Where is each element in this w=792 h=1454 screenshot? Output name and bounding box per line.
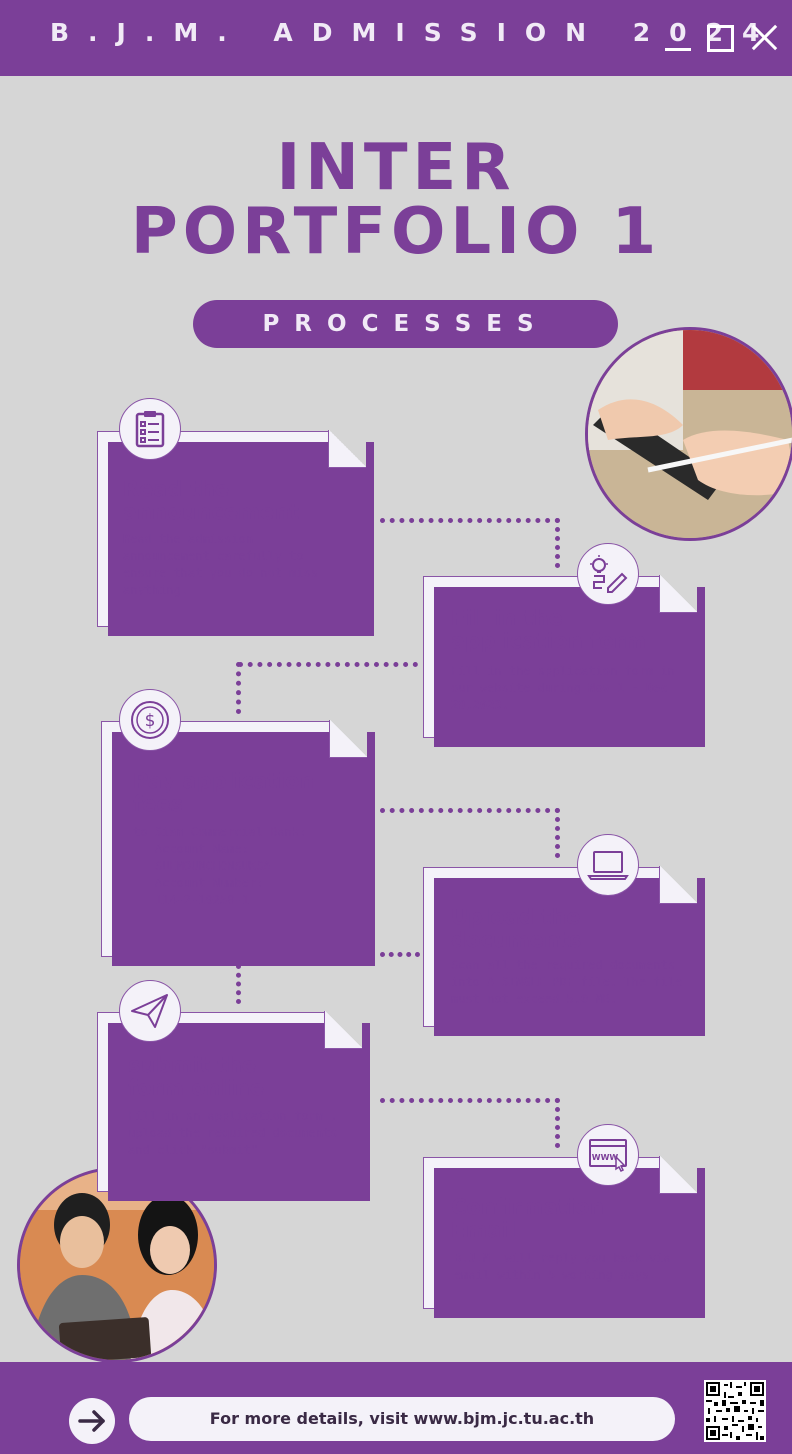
header-bar: B.J.M. ADMISSION 2024 (0, 0, 792, 76)
step-title: Pay application fees (133, 769, 315, 816)
maximize-icon[interactable] (707, 25, 734, 52)
close-icon[interactable] (750, 24, 778, 52)
www-browser-icon: WWW (577, 1124, 639, 1186)
arrow-right-icon[interactable] (69, 1398, 115, 1444)
connector-dots (380, 518, 560, 523)
step-card-fill-application: Fill in the application form Fill in the… (423, 575, 705, 747)
lightbulb-pencil-icon (577, 543, 639, 605)
connector-dots (380, 952, 420, 957)
step-card-confirmation-email: Confirmation Email B.J.M. will reply you… (423, 1156, 705, 1318)
step-description: to Siam Commercial Bank: Account Name: S… (133, 825, 307, 907)
minimize-icon[interactable] (664, 24, 692, 52)
step-card-submit-online: submit the form online Fill in an applic… (97, 1011, 370, 1201)
headline-line-1: INTER (276, 131, 516, 205)
svg-text:$: $ (145, 711, 156, 731)
connector-dots (555, 1098, 560, 1148)
tablet-hands-photo (585, 327, 792, 541)
headline-line-2: PORTFOLIO 1 (130, 195, 662, 269)
students-photo (17, 1167, 217, 1363)
step-description: Scan all the required documents into A S… (451, 958, 683, 1006)
step-description: Fill in the application form in our webs… (451, 664, 675, 712)
connector-dots (238, 662, 418, 667)
paper-plane-icon (119, 980, 181, 1042)
connector-dots (236, 964, 241, 1004)
more-details-link[interactable]: For more details, visit www.bjm.jc.tu.ac… (129, 1397, 675, 1441)
step-title: Upload the documents (451, 905, 582, 952)
laptop-icon (577, 834, 639, 896)
step-title: Fill in the application form (451, 606, 646, 653)
processes-label: PROCESSES (193, 300, 618, 348)
dollar-coin-icon: $ (119, 689, 181, 751)
step-description: B.J.M. will reply you back via email wit… (454, 1251, 671, 1282)
step-card-read-announcement: Read the announcement Read the admission… (97, 430, 374, 636)
connector-dots (236, 662, 241, 714)
clipboard-checklist-icon (119, 398, 181, 460)
step-title: Read the announcement (123, 477, 300, 524)
header-title: B.J.M. ADMISSION 2024 (50, 18, 779, 47)
step-title: Confirmation Email (451, 1195, 605, 1242)
connector-dots (380, 808, 560, 813)
qr-code[interactable] (704, 1380, 766, 1442)
step-title: submit the form online (128, 1053, 265, 1100)
step-card-pay-fees: Pay application fees to Siam Commercial … (101, 720, 375, 966)
connector-dots (380, 1098, 560, 1103)
step-description: Read the admission announcement carefull… (123, 532, 319, 597)
connector-dots (555, 518, 560, 568)
svg-text:WWW: WWW (592, 1153, 619, 1162)
connector-dots (555, 808, 560, 858)
step-card-upload-documents: Upload the documents Scan all the requir… (423, 866, 705, 1036)
step-description: Fill in an application form , upload the… (128, 1109, 338, 1157)
